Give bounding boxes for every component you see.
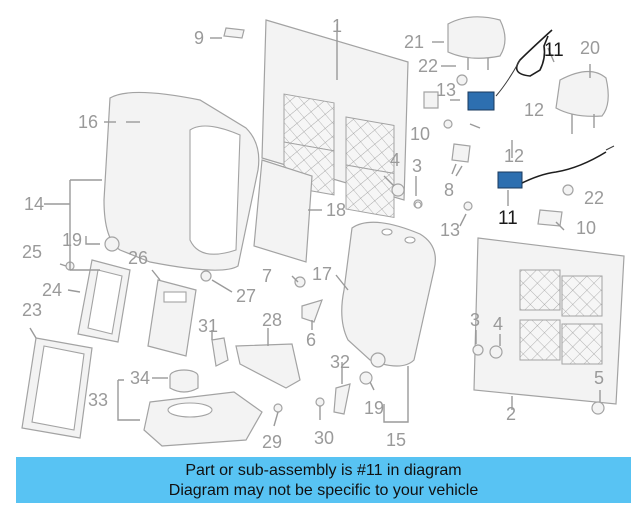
callout-26: 26 [128, 248, 148, 268]
callout-28: 28 [262, 310, 282, 330]
callout-9: 9 [194, 28, 204, 48]
callout-25: 25 [22, 242, 42, 262]
clip-part-6 [301, 299, 323, 323]
callout-24: 24 [42, 280, 62, 300]
callout-22: 22 [418, 56, 438, 76]
callout-11-upper: 11 [544, 40, 564, 61]
release-cable-part-11 [467, 29, 615, 189]
leader-lines [29, 37, 601, 427]
callout-27: 27 [236, 286, 256, 306]
callout-34: 34 [130, 368, 150, 388]
callout-7: 7 [262, 266, 272, 286]
callout-12b: 12 [524, 100, 544, 120]
cable-latch-lower [497, 171, 523, 189]
callout-5: 5 [594, 368, 604, 388]
cover-part-26 [147, 279, 197, 357]
armrest-part-33 [143, 391, 263, 447]
callout-20: 20 [580, 38, 600, 58]
panel-part-18 [253, 159, 322, 263]
callout-15: 15 [386, 430, 406, 450]
callout-18: 18 [326, 200, 346, 220]
banner-line-part-number: Part or sub-assembly is #11 in diagram [185, 462, 462, 479]
callout-11-lower: 11 [498, 208, 518, 229]
cupholder-part-34 [169, 369, 199, 393]
callout-labels: 1 2 3 3 4 4 5 6 7 8 9 10 10 11 11 12 12 … [22, 16, 604, 452]
callout-4b: 4 [493, 314, 503, 334]
bracket-part-31 [211, 337, 229, 367]
seat-back-cushion-part-17 [335, 221, 436, 367]
callout-14: 14 [24, 194, 44, 214]
callout-13b: 13 [440, 220, 460, 240]
seat-back-frame-part-2 [473, 237, 625, 410]
callout-1: 1 [332, 16, 342, 36]
callout-3: 3 [412, 156, 422, 176]
exploded-parts-diagram: 1 2 3 3 4 4 5 6 7 8 9 10 10 11 11 12 12 … [21, 16, 625, 452]
frame-part-24 [77, 259, 131, 343]
hinge-part-28 [235, 343, 301, 389]
callout-13: 13 [436, 80, 456, 100]
callout-23: 23 [22, 300, 42, 320]
callout-19: 19 [62, 230, 82, 250]
trim-panel-part-23 [21, 337, 93, 439]
callout-21: 21 [404, 32, 424, 52]
callout-30: 30 [314, 428, 334, 448]
callout-33: 33 [88, 390, 108, 410]
cable-latch-upper [467, 91, 495, 111]
headrest-part-20 [555, 70, 609, 134]
callout-31: 31 [198, 316, 218, 336]
info-banner: Part or sub-assembly is #11 in diagram D… [16, 457, 631, 503]
callout-29: 29 [262, 432, 282, 452]
small-hardware [65, 27, 605, 415]
callout-2: 2 [506, 404, 516, 424]
callout-12: 12 [504, 146, 524, 166]
callout-10b: 10 [576, 218, 596, 238]
callout-22b: 22 [584, 188, 604, 208]
callout-10: 10 [410, 124, 430, 144]
callout-6: 6 [306, 330, 316, 350]
callout-4: 4 [390, 150, 400, 170]
seat-back-cushion-part-16 [103, 91, 260, 271]
latch-part-32 [333, 383, 351, 415]
callout-3b: 3 [470, 310, 480, 330]
callout-17: 17 [312, 264, 332, 284]
callout-8: 8 [444, 180, 454, 200]
callout-19b: 19 [364, 398, 384, 418]
callout-16: 16 [78, 112, 98, 132]
callout-32: 32 [330, 352, 350, 372]
headrest-part-21 [447, 16, 506, 70]
banner-line-disclaimer: Diagram may not be specific to your vehi… [168, 482, 479, 499]
